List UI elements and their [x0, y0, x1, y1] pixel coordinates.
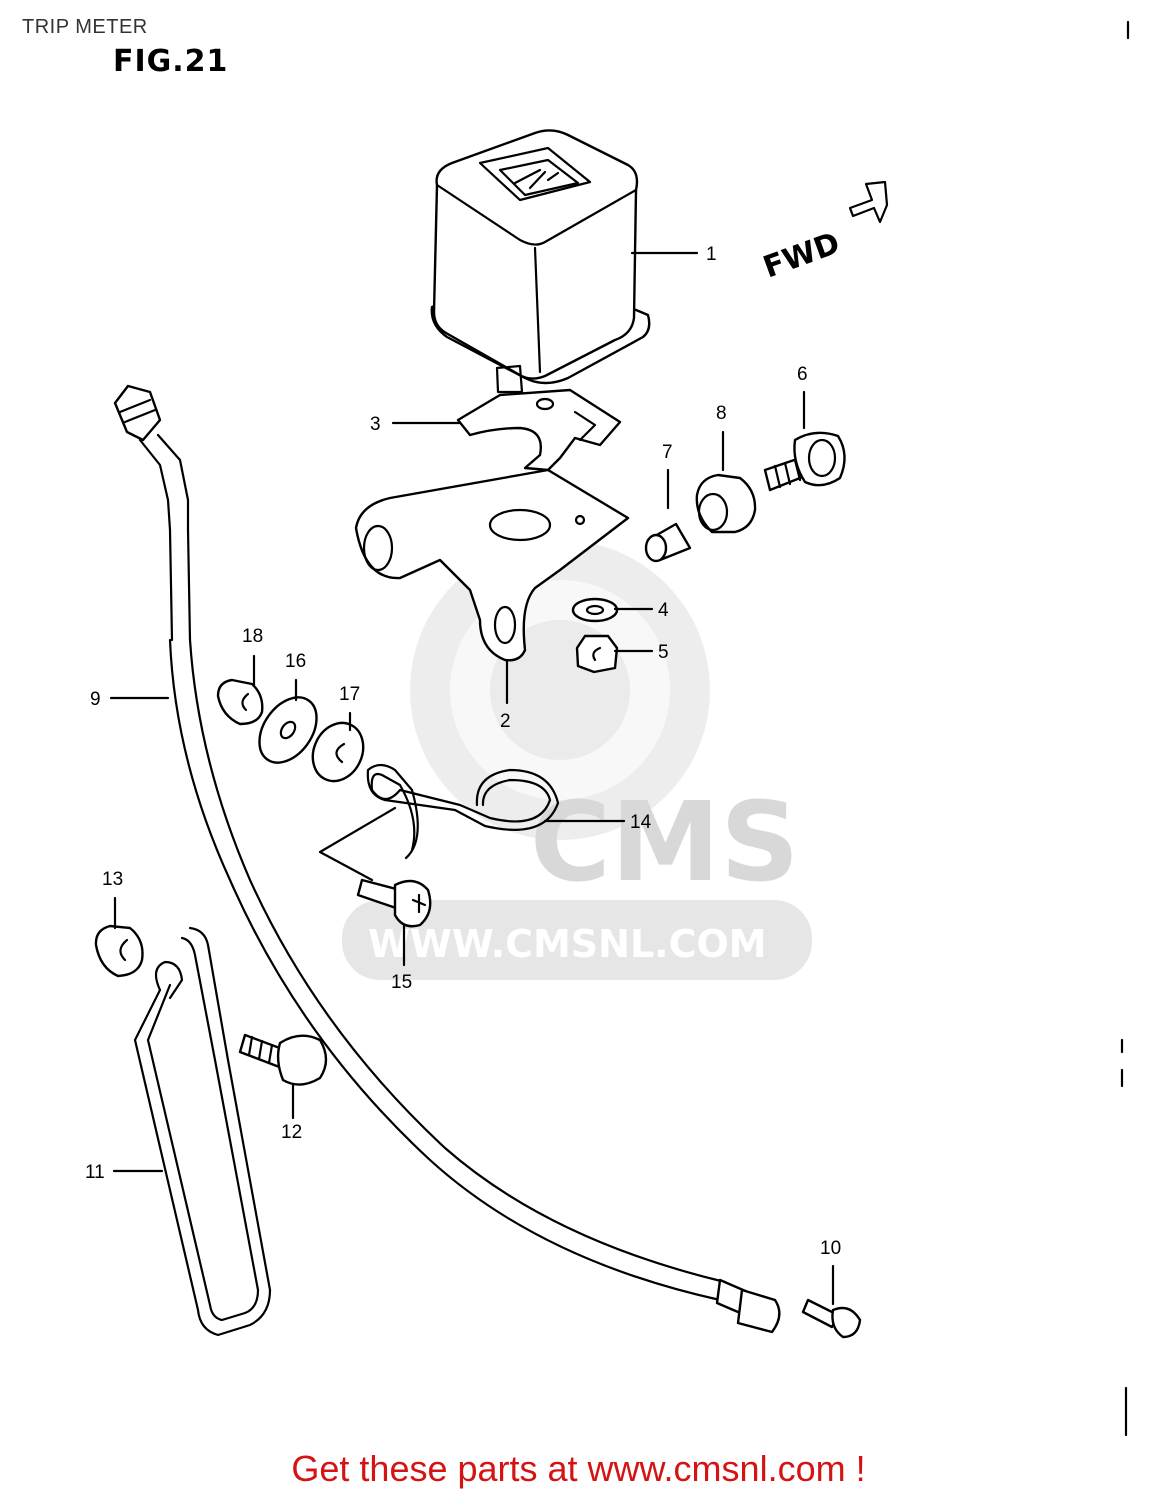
wire-clamp-11: [133, 926, 272, 1337]
wire-clip-14: [318, 763, 560, 882]
callout-6: 6: [797, 364, 808, 385]
washer-4: [571, 597, 619, 623]
upper-bracket: [456, 388, 622, 472]
forward-direction-indicator: FWD: [759, 180, 889, 286]
watermark-url: WWW.CMSNL.COM: [368, 922, 767, 966]
callout-16: 16: [285, 651, 306, 672]
screw-10: [801, 1298, 862, 1339]
callout-9: 9: [90, 689, 101, 710]
nut-13: [94, 924, 144, 978]
callout-17: 17: [339, 684, 360, 705]
callout-labels: 1 2 3 4 5 6 7 8 9 10 11 12 13 14 15 16 1…: [85, 244, 841, 1259]
nut-5: [575, 634, 619, 674]
callout-8: 8: [716, 403, 727, 424]
grommet-8: [695, 473, 757, 534]
main-bracket: [354, 468, 630, 662]
washer-16: [258, 696, 318, 764]
page-title: TRIP METER: [22, 16, 148, 38]
callout-13: 13: [102, 869, 123, 890]
speedometer-cable-9: [113, 384, 781, 1334]
callout-2: 2: [500, 711, 511, 732]
trip-meter-housing: [430, 129, 651, 394]
exploded-parts-diagram: CMS WWW.CMSNL.COM: [85, 20, 1130, 1437]
watermark-brand: CMS: [530, 778, 799, 906]
forward-arrow-icon: [848, 180, 889, 224]
callout-3: 3: [370, 414, 381, 435]
callout-10: 10: [820, 1238, 841, 1259]
callout-11: 11: [85, 1162, 105, 1183]
collar-7: [644, 522, 692, 563]
bolt-12: [238, 1033, 328, 1086]
callout-7: 7: [662, 442, 673, 463]
callout-15: 15: [391, 972, 412, 993]
callout-5: 5: [658, 642, 669, 663]
figure-label: FIG.21: [113, 44, 229, 79]
footer-promo-text: Get these parts at www.cmsnl.com !: [291, 1448, 866, 1489]
callout-14: 14: [630, 812, 652, 833]
bolt-6: [763, 431, 846, 492]
screw-15: [356, 878, 432, 928]
leader-lines: [109, 251, 835, 1306]
nut-18: [216, 678, 264, 726]
edge-marks: [1120, 20, 1130, 1437]
callout-12: 12: [281, 1122, 302, 1143]
callout-1: 1: [706, 244, 717, 265]
callout-18: 18: [242, 626, 263, 647]
fwd-label: FWD: [759, 226, 845, 286]
callout-4: 4: [658, 600, 669, 621]
